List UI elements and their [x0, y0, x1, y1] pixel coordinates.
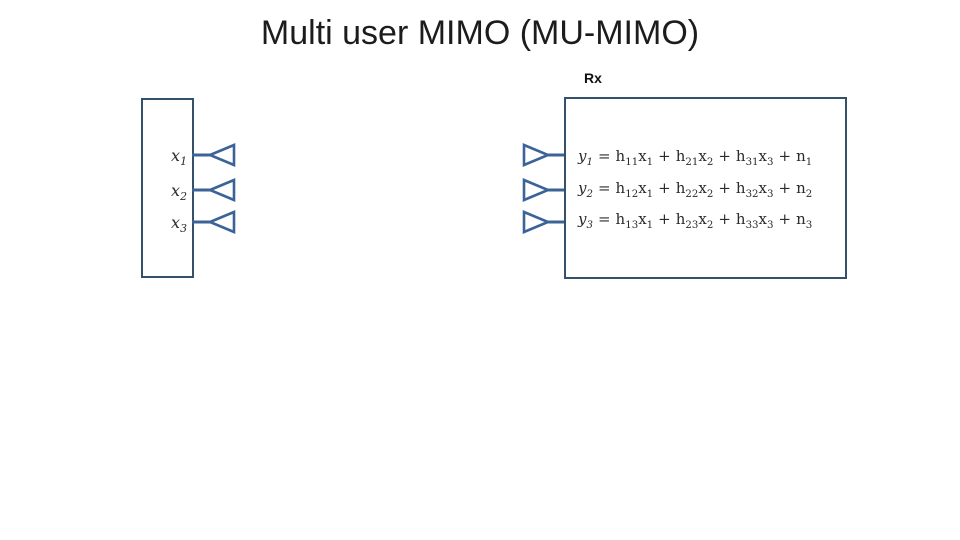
- equation-y2: y2=h12x1+h22x2+h32x3+n2: [578, 179, 813, 200]
- equation-y3: y3=h13x1+h23x2+h33x3+n3: [578, 210, 813, 231]
- antenna-right-icon: [522, 210, 566, 234]
- antenna-left-icon: [192, 178, 236, 202]
- tx-input-label-x3: x3: [171, 213, 187, 236]
- slide-title: Multi user MIMO (MU-MIMO): [260, 14, 700, 52]
- tx-input-label-x1: x1: [171, 146, 187, 169]
- transmitter-box: [141, 98, 194, 278]
- antenna-right-icon: [522, 178, 566, 202]
- equation-y1: y1=h11x1+h21x2+h31x3+n1: [578, 147, 813, 168]
- antenna-right-icon: [522, 143, 566, 167]
- antenna-left-icon: [192, 210, 236, 234]
- receiver-box: y1=h11x1+h21x2+h31x3+n1 y2=h12x1+h22x2+h…: [564, 97, 847, 279]
- rx-label: Rx: [584, 70, 602, 86]
- tx-input-label-x2: x2: [171, 181, 187, 204]
- antenna-left-icon: [192, 143, 236, 167]
